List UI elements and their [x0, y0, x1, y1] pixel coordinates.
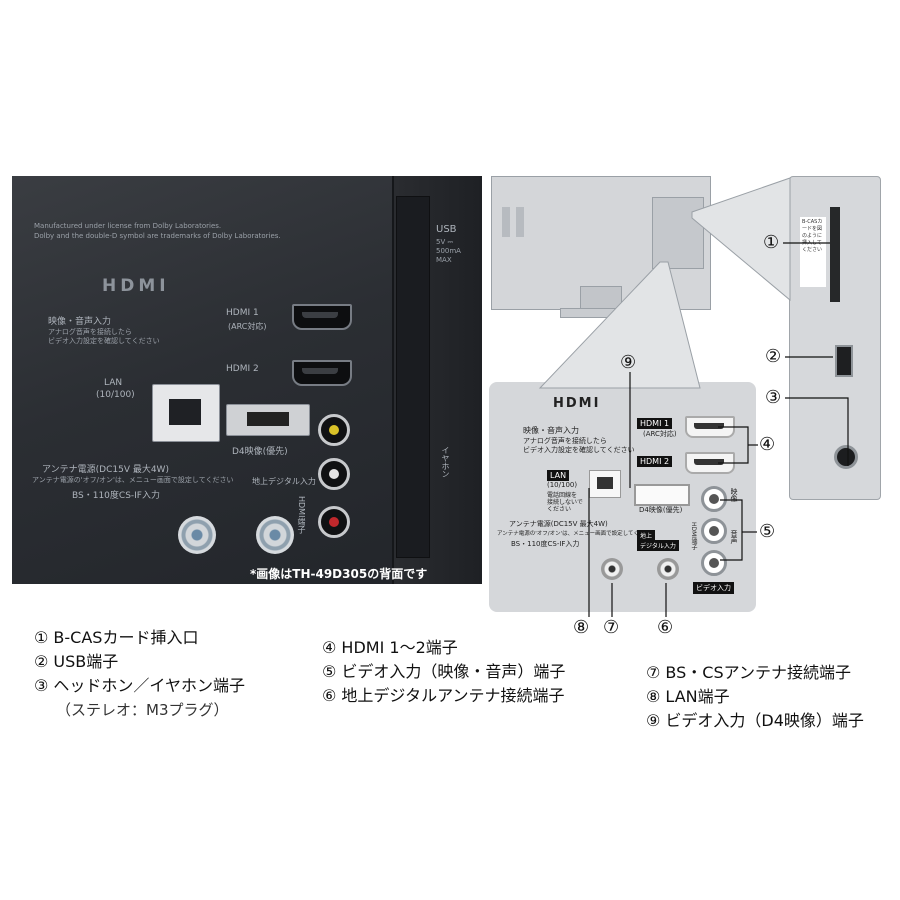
hdmi-video-label: HDMI端子 — [297, 496, 306, 534]
lan-label: LAN — [104, 378, 123, 388]
zoom-d4-port — [634, 484, 690, 506]
zoom-hdmi-video-label: HDMI端子 — [690, 522, 697, 551]
d4-label: D4映像(優先) — [232, 447, 288, 457]
headphone-jack — [834, 445, 858, 469]
tv-stand-neck — [580, 286, 622, 310]
tv-port-plate — [652, 197, 704, 269]
callout-8: ⑧ — [573, 617, 590, 638]
bcas-instruction: B-CASカードを図のように挿入してください — [800, 217, 826, 287]
side-port-zoom: B-CASカードを図のように挿入してください — [789, 176, 881, 500]
callout-6: ⑥ — [657, 617, 674, 638]
zoom-bs-label: BS・110度CS-IF入力 — [511, 540, 580, 548]
zoom-audio-l-rca — [701, 518, 727, 544]
zoom-lan-label: LAN — [547, 470, 570, 481]
zoom-terrestrial-coax — [657, 558, 679, 580]
terrestrial-coax-photo — [256, 516, 294, 554]
usb-label: USB — [436, 224, 457, 235]
legend-item-5: ⑤ ビデオ入力（映像・音声）端子 — [322, 662, 566, 681]
video-rca-yellow — [318, 414, 350, 446]
zoom-video-in-label: ビデオ入力 — [693, 582, 734, 594]
zoom-av-title: 映像・音声入力 — [523, 426, 579, 435]
legend-item-2: ② USB端子 — [34, 652, 119, 671]
callout-1: ① — [763, 232, 780, 253]
zoom-av-note-2: ビデオ入力設定を確認してください — [523, 446, 635, 454]
audio-rca-red — [318, 506, 350, 538]
legend-item-8: ⑧ LAN端子 — [646, 687, 730, 706]
bs-cs-coax-photo — [178, 516, 216, 554]
legend-item-6: ⑥ 地上デジタルアンテナ接続端子 — [322, 686, 565, 705]
legend-item-3: ③ ヘッドホン／イヤホン端子 — [34, 676, 245, 695]
callout-2: ② — [765, 346, 782, 367]
audio-rca-white — [318, 458, 350, 490]
hdmi1-sub-label: (ARC対応) — [228, 322, 267, 331]
side-shelf — [396, 196, 430, 558]
hdmi-logo: HDMI — [102, 276, 170, 296]
callout-3: ③ — [765, 387, 782, 408]
antenna-power-label: アンテナ電源(DC15V 最大4W) — [42, 465, 169, 475]
usb-spec: 5V ⎓ 500mA MAX — [436, 238, 461, 264]
legend-item-9: ⑨ ビデオ入力（D4映像）端子 — [646, 711, 864, 730]
hdmi2-label: HDMI 2 — [226, 364, 259, 374]
dolby-notice-1: Manufactured under license from Dolby La… — [34, 222, 222, 230]
legend-item-3-note: （ステレオ：M3プラグ） — [56, 701, 229, 719]
legend-item-7: ⑦ BS・CSアンテナ接続端子 — [646, 663, 851, 682]
zoom-video-rca — [701, 486, 727, 512]
terrestrial-label: 地上デジタル入力 — [252, 477, 316, 486]
hdmi1-label: HDMI 1 — [226, 308, 259, 318]
zoom-terrestrial-1: 地上 — [637, 530, 656, 541]
callout-9: ⑨ — [620, 352, 637, 373]
zoom-d4-label: D4映像(優先) — [639, 506, 683, 514]
d4-port-photo — [226, 404, 310, 436]
callout-5: ⑤ — [759, 521, 776, 542]
zoom-audio-label: 音声 — [730, 530, 738, 544]
zoom-av-note-1: アナログ音声を接続したら — [523, 437, 607, 445]
bcas-slot — [830, 207, 840, 302]
zoom-hdmi1-sub: (ARC対応) — [643, 430, 677, 438]
zoom-lan-note-3: ください — [547, 506, 572, 513]
callout-4: ④ — [759, 434, 776, 455]
antenna-power-note: アンテナ電源の'オフ/オン'は、メニュー画面で設定してください — [32, 476, 234, 484]
zoom-antenna-note: アンテナ電源の'オフ/オン'は、メニュー画面で設定してください — [497, 531, 656, 537]
earphone-label: イヤホン — [441, 446, 450, 478]
legend-item-4: ④ HDMI 1〜2端子 — [322, 638, 458, 657]
tv-stand — [560, 308, 642, 318]
zoom-lan-note-1: 電話回線を — [547, 492, 578, 499]
zoom-lan-sub: (10/100) — [547, 481, 578, 489]
legend-column-3: ⑦ BS・CSアンテナ接続端子 ⑧ LAN端子 ⑨ ビデオ入力（D4映像）端子 — [646, 661, 864, 733]
rear-panel-photo: Manufactured under license from Dolby La… — [12, 176, 482, 584]
zoom-video-label: 映像 — [730, 488, 738, 502]
usb-port — [835, 345, 853, 377]
zoom-audio-r-rca — [701, 550, 727, 576]
zoom-hdmi-logo: HDMI — [553, 396, 601, 411]
zoom-terrestrial-2: デジタル入力 — [637, 540, 679, 551]
legend-item-1: ① B-CASカード挿入口 — [34, 628, 199, 647]
hdmi2-port-photo — [292, 360, 352, 386]
hdmi1-port-photo — [292, 304, 352, 330]
zoom-bs-cs-coax — [601, 558, 623, 580]
lan-port-photo — [152, 384, 220, 442]
callout-7: ⑦ — [603, 617, 620, 638]
av-input-title: 映像・音声入力 — [48, 317, 112, 327]
zoom-lan-port — [589, 470, 621, 498]
legend-column-1: ① B-CASカード挿入口 ② USB端子 ③ ヘッドホン／イヤホン端子 （ステ… — [34, 626, 245, 722]
zoom-hdmi1-label: HDMI 1 — [637, 418, 673, 429]
lan-sub-label: (10/100) — [96, 390, 135, 400]
av-input-note-1: アナログ音声を接続したら — [48, 328, 132, 336]
zoom-antenna-power: アンテナ電源(DC15V 最大4W) — [509, 520, 608, 528]
image-caption: *画像はTH-49D305の背面です — [250, 567, 428, 581]
port-zoom-panel: HDMI 映像・音声入力 アナログ音声を接続したら ビデオ入力設定を確認してくだ… — [489, 382, 756, 612]
zoom-lan-note-2: 接続しないで — [547, 499, 583, 506]
av-input-note-2: ビデオ入力設定を確認してください — [48, 337, 160, 345]
dolby-notice-2: Dolby and the double-D symbol are tradem… — [34, 232, 281, 240]
zoom-hdmi2-label: HDMI 2 — [637, 456, 673, 467]
zoom-hdmi1-port — [685, 416, 735, 438]
zoom-hdmi2-port — [685, 452, 735, 474]
legend-column-2: ④ HDMI 1〜2端子 ⑤ ビデオ入力（映像・音声）端子 ⑥ 地上デジタルアン… — [322, 636, 565, 708]
bs-cs-label: BS・110度CS-IF入力 — [72, 491, 160, 501]
